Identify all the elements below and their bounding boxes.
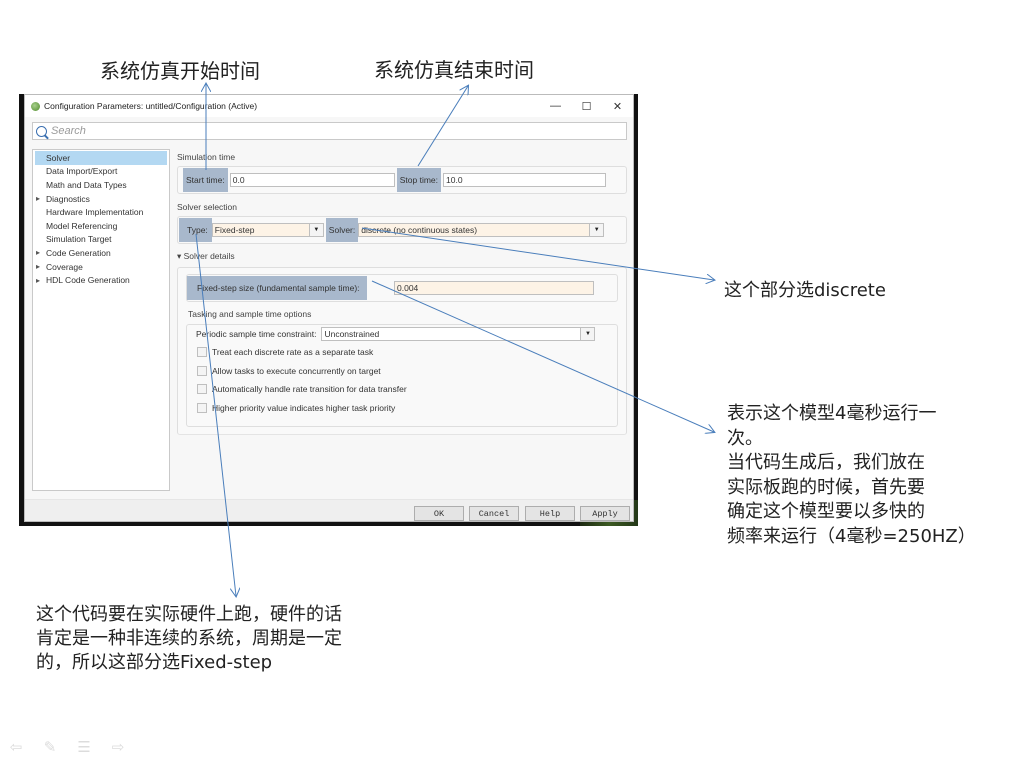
title-bar[interactable]: Configuration Parameters: untitled/Confi… [25, 95, 633, 117]
sidebar-item-coverage[interactable]: Coverage [33, 260, 169, 274]
dialog-footer: OK Cancel Help Apply [25, 499, 633, 521]
checkbox-label: Higher priority value indicates higher t… [212, 402, 396, 413]
start-time-input[interactable]: 0.0 [229, 173, 395, 187]
step-size-caption: 表示这个模型4毫秒运行一 次。 当代码生成后，我们放在 实际板跑的时候，首先要 … [727, 403, 976, 547]
chevron-down-icon[interactable]: ▼ [308, 224, 323, 236]
maximize-button[interactable]: ☐ [581, 100, 592, 113]
solver-details-toggle[interactable]: ▾ Solver details [177, 251, 235, 261]
solver-dropdown-value: discrete (no continuous states) [361, 225, 478, 235]
solver-label: Solver: [325, 218, 359, 242]
sidebar-item-diagnostics[interactable]: Diagnostics [33, 192, 169, 206]
solver-dropdown[interactable]: discrete (no continuous states) ▼ [358, 223, 605, 237]
stop-time-label: Stop time: [396, 168, 442, 192]
simulation-time-group: Start time: 0.0 Stop time: 10.0 [177, 166, 627, 194]
search-icon [36, 125, 47, 137]
solver-settings-panel: Simulation time Start time: 0.0 Stop tim… [177, 149, 627, 435]
window-title: Configuration Parameters: untitled/Confi… [44, 101, 258, 111]
rate-transition-checkbox[interactable] [197, 384, 207, 395]
periodic-constraint-value: Unconstrained [324, 329, 380, 339]
configuration-parameters-dialog: Configuration Parameters: untitled/Confi… [24, 94, 634, 522]
fixed-step-size-label: Fixed-step size (fundamental sample time… [187, 276, 367, 300]
slide-navigation: ⇦ ✎ ☰ ⇨ [6, 739, 128, 756]
fixed-step-caption: 这个代码要在实际硬件上跑，硬件的话 肯定是一种非连续的系统，周期是一定 的，所以… [36, 604, 342, 673]
start-time-caption: 系统仿真开始时间 [100, 59, 260, 83]
sidebar-item-hardware-implementation[interactable]: Hardware Implementation [46, 207, 144, 218]
periodic-constraint-dropdown[interactable]: Unconstrained ▼ [321, 327, 596, 341]
category-tree: Solver Data Import/Export Math and Data … [32, 149, 170, 491]
minimize-button[interactable]: — [550, 100, 561, 112]
apply-button[interactable]: Apply [580, 506, 630, 521]
sidebar-item-math-data-types[interactable]: Math and Data Types [46, 179, 127, 190]
separate-task-checkbox[interactable] [197, 347, 207, 358]
type-dropdown-value: Fixed-step [214, 225, 255, 235]
menu-icon[interactable]: ☰ [77, 739, 91, 756]
ok-button[interactable]: OK [414, 506, 464, 521]
simulink-app-icon [31, 101, 40, 111]
fixed-step-size-input[interactable]: 0.004 [394, 281, 594, 295]
sidebar-item-code-generation[interactable]: Code Generation [33, 246, 169, 260]
concurrent-tasks-checkbox[interactable] [197, 365, 207, 376]
solver-selection-group: Type: Fixed-step ▼ Solver: discrete (no … [177, 216, 627, 244]
type-dropdown[interactable]: Fixed-step ▼ [211, 223, 324, 237]
sidebar-item-simulation-target[interactable]: Simulation Target [46, 234, 112, 245]
previous-slide-icon[interactable]: ⇦ [9, 739, 23, 756]
chevron-down-icon[interactable]: ▼ [580, 328, 595, 340]
step-size-group: Fixed-step size (fundamental sample time… [186, 274, 618, 302]
search-input[interactable]: Search [32, 122, 627, 140]
priority-value-checkbox[interactable] [197, 402, 207, 413]
cancel-button[interactable]: Cancel [469, 506, 519, 521]
solver-selection-heading: Solver selection [177, 202, 238, 212]
solver-discrete-caption: 这个部分选discrete [724, 280, 886, 301]
search-placeholder: Search [51, 125, 86, 137]
stop-time-input[interactable]: 10.0 [443, 173, 607, 187]
pen-icon[interactable]: ✎ [43, 739, 57, 756]
checkbox-label: Automatically handle rate transition for… [212, 384, 407, 395]
help-button[interactable]: Help [525, 506, 575, 521]
checkbox-label: Treat each discrete rate as a separate t… [212, 347, 374, 358]
sidebar-item-data-import-export[interactable]: Data Import/Export [46, 166, 118, 177]
sidebar-item-model-referencing[interactable]: Model Referencing [46, 220, 118, 231]
close-button[interactable]: ✕ [612, 100, 623, 113]
type-label: Type: [179, 218, 212, 242]
checkbox-row[interactable]: Automatically handle rate transition for… [187, 380, 617, 399]
checkbox-row[interactable]: Higher priority value indicates higher t… [187, 399, 617, 418]
checkbox-label: Allow tasks to execute concurrently on t… [212, 365, 381, 376]
stop-time-caption: 系统仿真结束时间 [374, 58, 534, 82]
tasking-group: Periodic sample time constraint: Unconst… [186, 324, 618, 427]
checkbox-row[interactable]: Treat each discrete rate as a separate t… [187, 343, 617, 362]
sidebar-item-solver[interactable]: Solver [35, 151, 167, 165]
periodic-constraint-label: Periodic sample time constraint: [196, 329, 317, 339]
simulation-time-heading: Simulation time [177, 152, 236, 162]
solver-details-group: Fixed-step size (fundamental sample time… [177, 267, 627, 435]
sidebar-item-hdl-code-generation[interactable]: HDL Code Generation [33, 273, 169, 287]
chevron-down-icon[interactable]: ▼ [589, 224, 604, 236]
start-time-label: Start time: [183, 168, 228, 192]
tasking-heading: Tasking and sample time options [188, 309, 312, 319]
checkbox-row[interactable]: Allow tasks to execute concurrently on t… [187, 362, 617, 381]
next-slide-icon[interactable]: ⇨ [111, 739, 125, 756]
